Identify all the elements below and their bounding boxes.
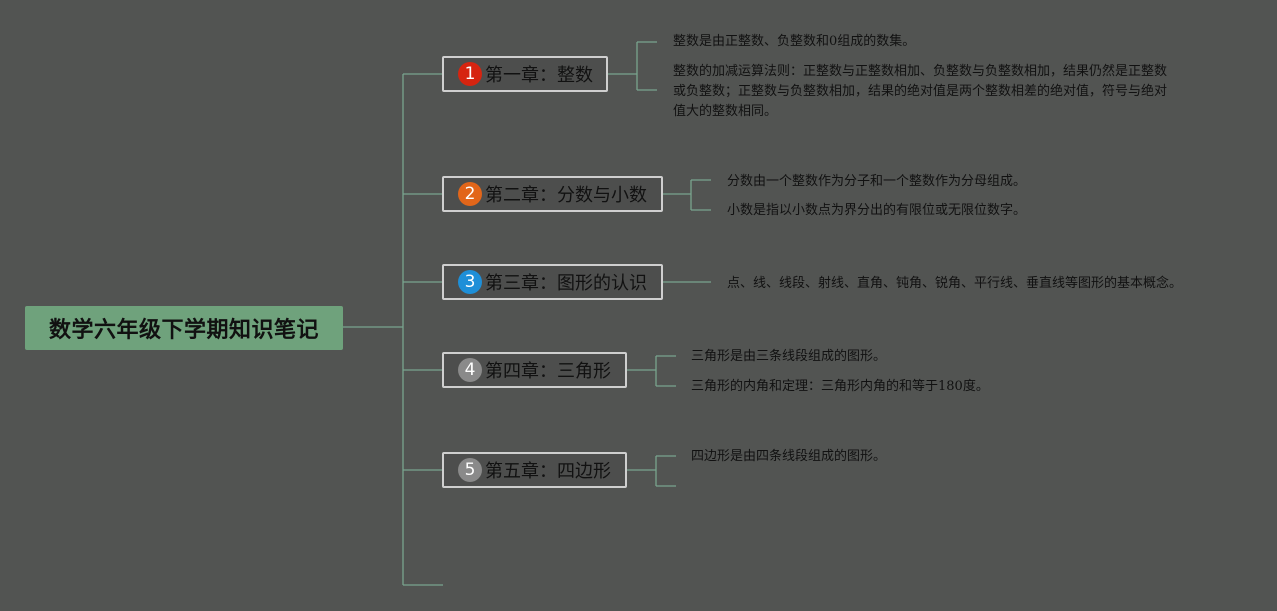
chapter-5-note-1[interactable]: 四边形是由四条线段组成的图形。 xyxy=(691,449,887,464)
root-title: 数学六年级下学期知识笔记 xyxy=(48,318,319,343)
chapter-4-node[interactable]: 4 第四章：三角形 xyxy=(442,352,627,388)
chapter-3-number-badge: 3 xyxy=(458,270,482,294)
chapter-1-title: 第一章：整数 xyxy=(485,65,593,86)
chapter-2-note-1[interactable]: 分数由一个整数作为分子和一个整数作为分母组成。 xyxy=(727,174,1027,189)
chapter-1-note-2[interactable]: 整数的加减运算法则：正整数与正整数相加、负整数与负整数相加，结果仍然是正整数或负… xyxy=(673,64,1168,119)
chapter-4-title: 第四章：三角形 xyxy=(485,361,611,382)
chapter-1-node[interactable]: 1 第一章：整数 xyxy=(442,56,608,92)
chapter-2-title: 第二章：分数与小数 xyxy=(485,185,647,206)
chapter-3-title: 第三章：图形的认识 xyxy=(485,273,647,294)
chapter-4-number-badge: 4 xyxy=(458,358,482,382)
chapter-2-node[interactable]: 2 第二章：分数与小数 xyxy=(442,176,663,212)
chapter-2-note-2[interactable]: 小数是指以小数点为界分出的有限位或无限位数字。 xyxy=(727,203,1027,218)
chapter-4-note-2[interactable]: 三角形的内角和定理：三角形内角的和等于180度。 xyxy=(691,379,989,394)
chapter-4-note-1[interactable]: 三角形是由三条线段组成的图形。 xyxy=(691,349,887,364)
root-node[interactable]: 数学六年级下学期知识笔记 xyxy=(25,306,343,350)
chapter-5-node[interactable]: 5 第五章：四边形 xyxy=(442,452,627,488)
chapter-1-number-badge: 1 xyxy=(458,62,482,86)
chapter-3-node[interactable]: 3 第三章：图形的认识 xyxy=(442,264,663,300)
chapter-1-note-1[interactable]: 整数是由正整数、负整数和0组成的数集。 xyxy=(673,34,916,49)
chapter-5-number-badge: 5 xyxy=(458,458,482,482)
chapter-3-note-1[interactable]: 点、线、线段、射线、直角、钝角、锐角、平行线、垂直线等图形的基本概念。 xyxy=(727,276,1183,291)
chapter-5-title: 第五章：四边形 xyxy=(485,461,611,482)
chapter-2-number-badge: 2 xyxy=(458,182,482,206)
